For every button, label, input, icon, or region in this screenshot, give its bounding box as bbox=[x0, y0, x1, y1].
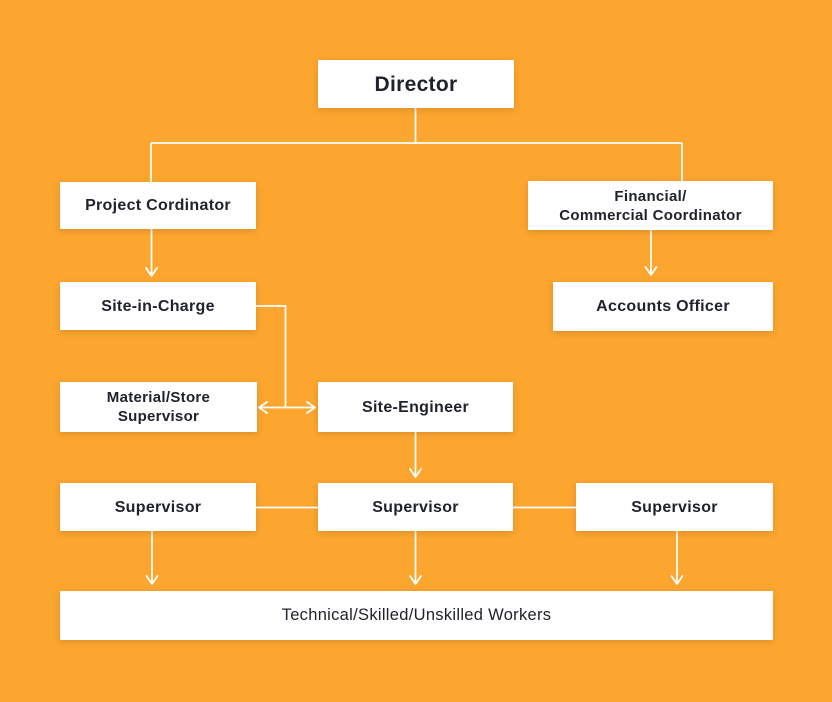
node-director-label: Director bbox=[374, 72, 458, 96]
node-site-engineer: Site-Engineer bbox=[318, 382, 513, 432]
node-supervisor-middle-label: Supervisor bbox=[372, 498, 459, 516]
node-director: Director bbox=[318, 60, 514, 108]
node-financial-coordinator-label-line1: Financial/ bbox=[614, 187, 687, 205]
node-site-in-charge-label: Site-in-Charge bbox=[101, 297, 215, 315]
node-supervisor-left-label: Supervisor bbox=[114, 498, 202, 516]
node-financial-coordinator-label-line2: Commercial Coordinator bbox=[559, 206, 742, 224]
node-project-coordinator: Project Cordinator bbox=[60, 182, 256, 229]
edge-site-in-charge-elbow bbox=[256, 305, 287, 408]
node-project-coordinator-label: Project Cordinator bbox=[85, 197, 231, 214]
node-material-store-supervisor-label-line2: Supervisor bbox=[117, 408, 200, 425]
node-workers: Technical/Skilled/Unskilled Workers bbox=[60, 591, 773, 640]
node-accounts-officer: Accounts Officer bbox=[553, 282, 773, 331]
node-material-store-supervisor-label-line1: Material/Store bbox=[106, 389, 211, 406]
node-workers-label: Technical/Skilled/Unskilled Workers bbox=[281, 606, 552, 624]
node-supervisor-left: Supervisor bbox=[60, 483, 256, 531]
node-site-engineer-label: Site-Engineer bbox=[361, 398, 470, 416]
node-financial-coordinator: Financial/ Commercial Coordinator bbox=[528, 181, 773, 230]
node-site-in-charge: Site-in-Charge bbox=[60, 282, 256, 330]
node-accounts-officer-label: Accounts Officer bbox=[596, 298, 730, 315]
node-supervisor-right-label: Supervisor bbox=[631, 498, 718, 516]
node-material-store-supervisor: Material/Store Supervisor bbox=[60, 382, 257, 432]
node-supervisor-right: Supervisor bbox=[576, 483, 773, 531]
node-supervisor-middle: Supervisor bbox=[318, 483, 513, 531]
